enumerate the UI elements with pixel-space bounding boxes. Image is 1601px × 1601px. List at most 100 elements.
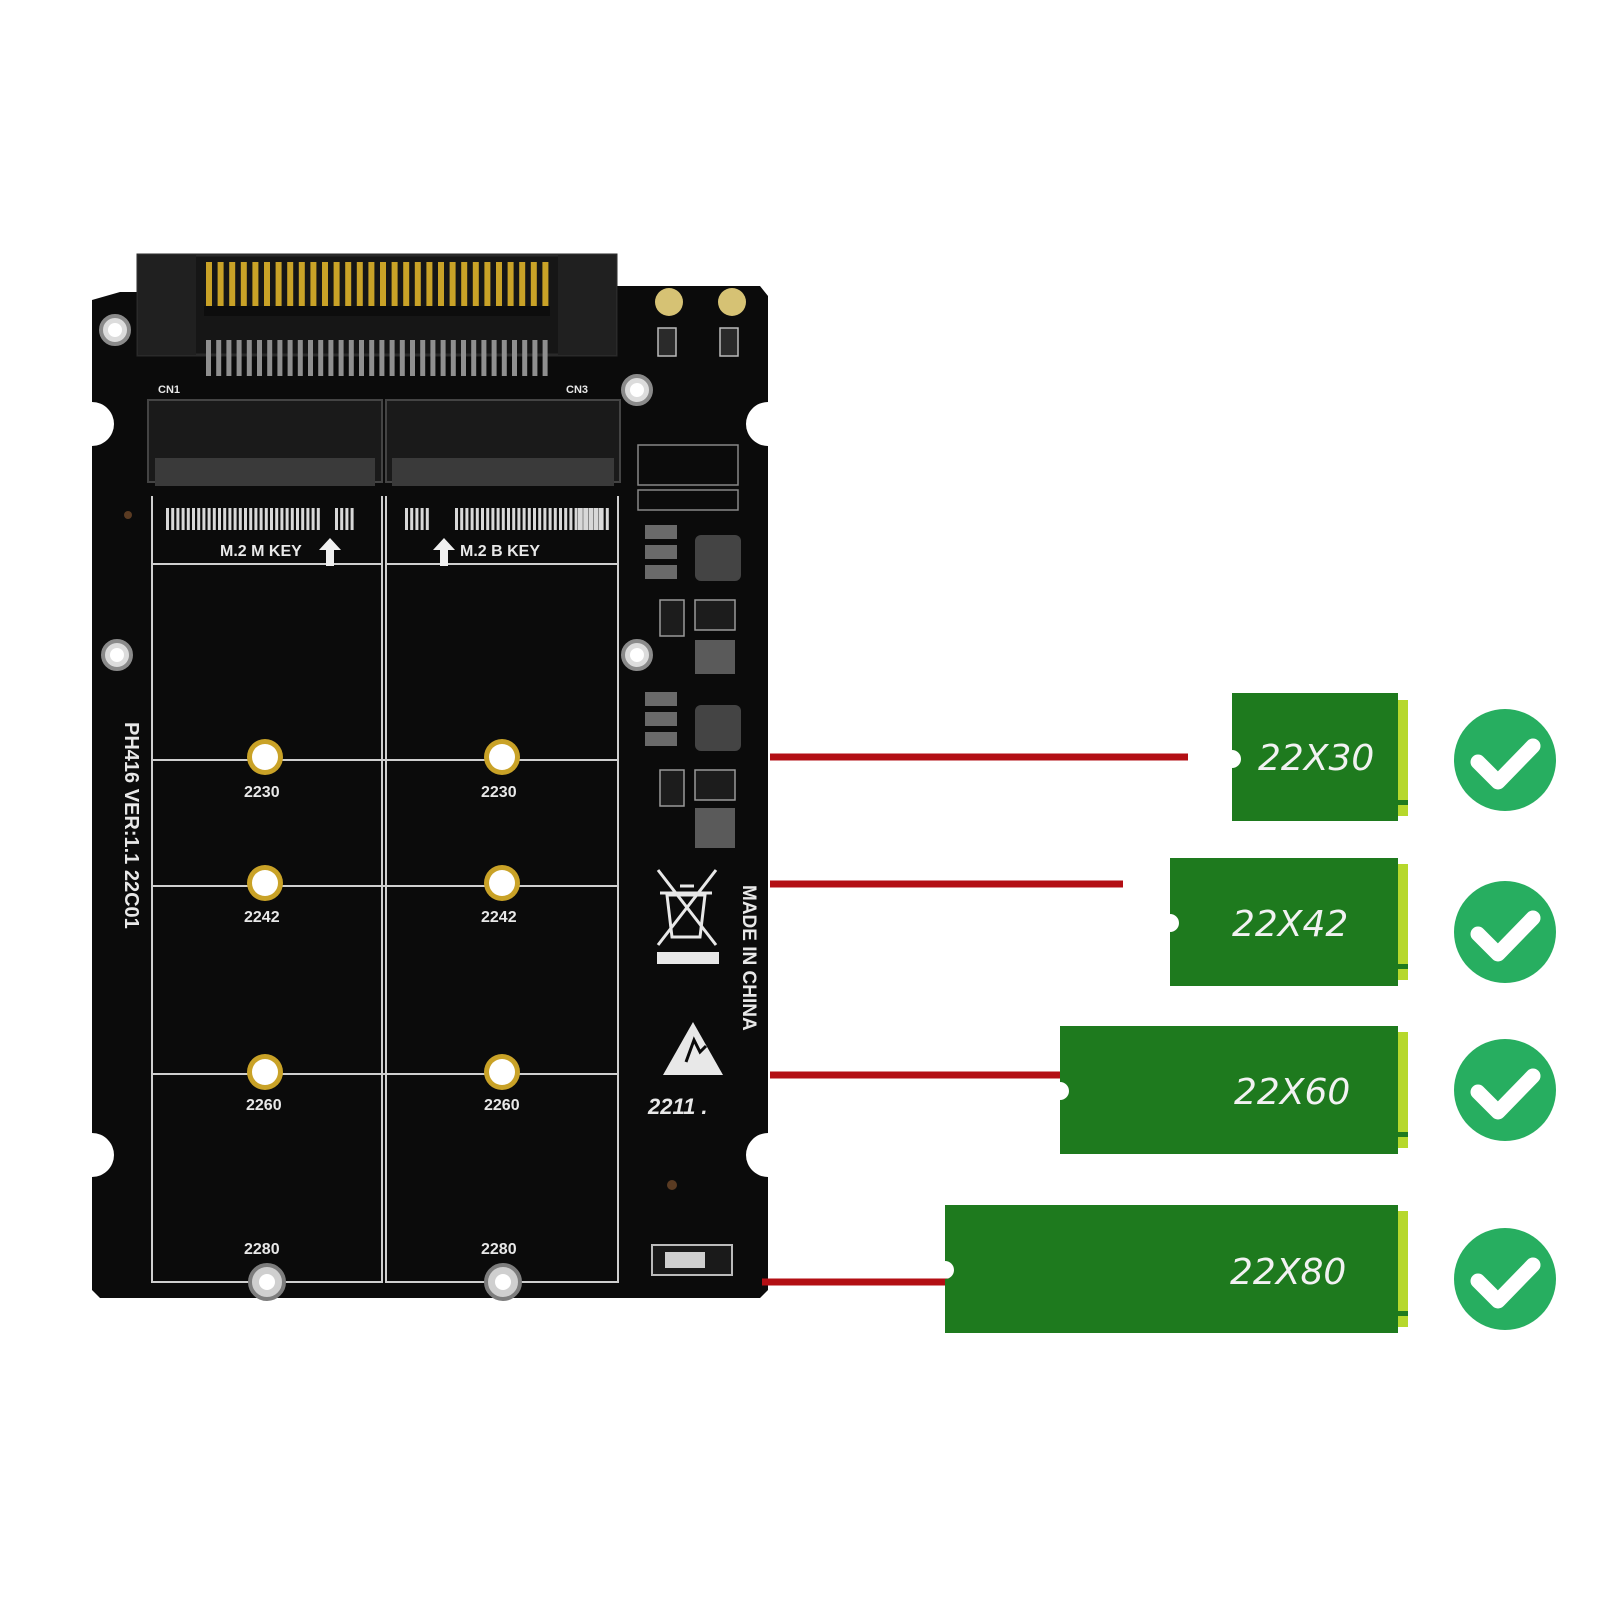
pin (212, 508, 216, 530)
pin (496, 508, 500, 530)
pin (522, 340, 528, 376)
check-circle-icon (1454, 881, 1556, 983)
pin (512, 340, 517, 376)
pin (410, 340, 415, 376)
pin (259, 508, 263, 530)
pin (277, 340, 283, 376)
m-key-label: M.2 M KEY (220, 543, 302, 560)
pin (316, 508, 320, 530)
pin (461, 262, 468, 308)
pin (359, 340, 364, 376)
pin (470, 508, 474, 530)
pin (356, 262, 363, 308)
pin (181, 508, 185, 530)
pin (430, 340, 436, 376)
pin (238, 508, 242, 530)
pin (425, 508, 429, 530)
pin (530, 262, 537, 308)
pin (254, 508, 258, 530)
pin (588, 508, 592, 530)
pin (236, 340, 242, 376)
ssd-card-22x30: 22X30 (1232, 693, 1408, 821)
pin (297, 340, 303, 376)
pin (414, 262, 421, 308)
pin (486, 508, 490, 530)
pin (450, 340, 456, 376)
pin (496, 262, 502, 308)
pin (527, 508, 531, 530)
pin (449, 262, 456, 308)
pin (340, 508, 344, 530)
pin (574, 508, 578, 530)
pin (415, 508, 419, 530)
pin (512, 508, 516, 530)
pin (171, 508, 175, 530)
smd-components (124, 288, 746, 1276)
sata-latch-right (558, 255, 616, 355)
pin (311, 508, 315, 530)
connector-left-label: CN1 (158, 384, 180, 396)
pin (318, 340, 324, 376)
pin (542, 262, 549, 308)
pin (491, 508, 495, 530)
svg-text:2230: 2230 (244, 784, 280, 801)
pin (543, 508, 547, 530)
standoff-holes (247, 739, 522, 1301)
connector-right-label: CN3 (566, 384, 588, 396)
pin (298, 262, 305, 308)
pin (491, 340, 497, 376)
pin (481, 340, 487, 376)
pin (229, 262, 236, 308)
pin (280, 508, 284, 530)
pin (465, 508, 469, 530)
pin (246, 340, 252, 376)
svg-text:2280: 2280 (244, 1241, 280, 1258)
pin (285, 508, 289, 530)
pin (322, 262, 328, 308)
pin (206, 340, 211, 376)
pin (207, 508, 211, 530)
pin (542, 340, 548, 376)
pin (559, 508, 562, 530)
m2-connector-left (147, 399, 383, 486)
pin (287, 340, 293, 376)
pin (420, 340, 426, 376)
mounting-holes (99, 314, 653, 671)
pin (338, 340, 344, 376)
pin (287, 262, 294, 308)
pin (228, 508, 232, 530)
pin (310, 262, 317, 308)
svg-text:2242: 2242 (244, 909, 280, 926)
svg-text:2260: 2260 (246, 1097, 282, 1114)
leader-lines (762, 753, 1188, 1286)
pin (403, 262, 410, 308)
pin (391, 262, 398, 308)
pin (257, 340, 262, 376)
pin (197, 508, 201, 530)
pin (275, 508, 279, 530)
pin (275, 262, 282, 308)
pin (579, 508, 583, 530)
made-in-text: MADE IN CHINA (738, 885, 759, 1031)
pin (472, 262, 479, 308)
pin (226, 340, 232, 376)
pin (335, 508, 338, 530)
pin (585, 508, 588, 530)
pin (438, 262, 444, 308)
pin (389, 340, 395, 376)
pin (517, 508, 521, 530)
pin (368, 262, 375, 308)
ssd-card-22x80: 22X80 (945, 1205, 1408, 1333)
pin (564, 508, 568, 530)
pin (240, 262, 247, 308)
pin (192, 508, 195, 530)
b-key-label: M.2 B KEY (460, 543, 540, 560)
m2-contact-pads (166, 508, 609, 530)
pin (578, 508, 581, 530)
sata-solder-pins (206, 340, 548, 376)
pin (216, 340, 222, 376)
date-code-text: 2211 . (647, 1094, 708, 1119)
pin (471, 340, 477, 376)
pin (399, 340, 405, 376)
